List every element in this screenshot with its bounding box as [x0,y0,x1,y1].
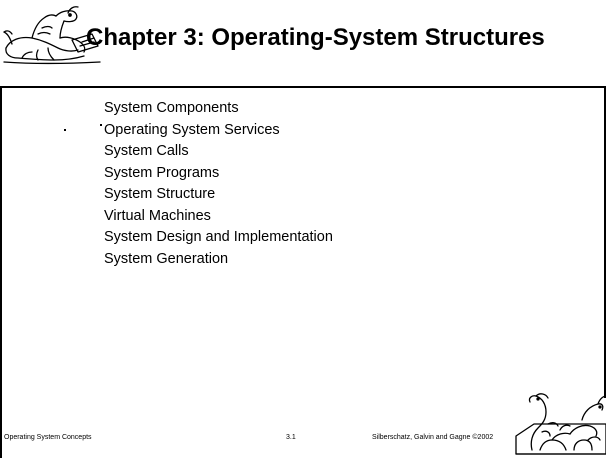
footer-page-number: 3.1 [286,434,296,441]
bullet-marker [64,129,66,131]
list-item: System Programs [104,164,220,181]
topic-list: System Components Operating System Servi… [104,98,333,270]
title-divider [0,86,606,88]
list-item: System Components [104,100,239,116]
list-item: System Structure [104,186,216,202]
dinosaur-family-icon [515,393,606,455]
list-item: System Calls [104,143,189,159]
left-border [0,86,2,458]
footer-book-title: Operating System Concepts [4,434,92,441]
dinosaur-reading-icon [3,6,101,65]
list-item: Operating System Services [104,121,280,138]
list-item: System Generation [104,250,229,267]
list-item: System Design and Implementation [104,229,333,245]
footer-copyright: Silberschatz, Galvin and Gagne ©2002 [372,434,494,441]
slide-title: Chapter 3: Operating-System Structures [86,24,545,51]
list-item: Virtual Machines [104,207,211,224]
right-border [604,86,606,398]
bullet-marker [100,124,102,126]
